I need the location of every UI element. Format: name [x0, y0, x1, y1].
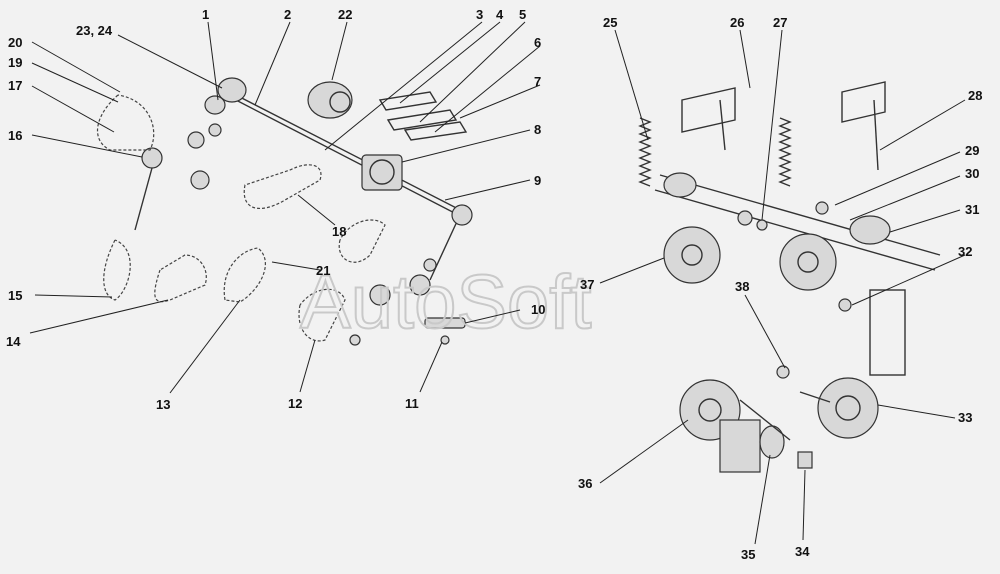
watermark-text: AutoSoft	[300, 260, 592, 345]
label-4: 4	[496, 7, 504, 22]
label-19: 19	[8, 55, 22, 70]
label-14: 14	[6, 334, 21, 349]
label-22: 22	[338, 7, 352, 22]
label-31: 31	[965, 202, 979, 217]
label-23-24: 23, 24	[76, 23, 113, 38]
label-28: 28	[968, 88, 982, 103]
label-33: 33	[958, 410, 972, 425]
label-29: 29	[965, 143, 979, 158]
label-18: 18	[332, 224, 346, 239]
label-25: 25	[603, 15, 617, 30]
label-38: 38	[735, 279, 749, 294]
label-7: 7	[534, 74, 541, 89]
label-26: 26	[730, 15, 744, 30]
label-37: 37	[580, 277, 594, 292]
label-17: 17	[8, 78, 22, 93]
left-drive-assembly	[134, 77, 473, 346]
label-3: 3	[476, 7, 483, 22]
label-1: 1	[202, 7, 209, 22]
label-11: 11	[405, 396, 419, 411]
label-5: 5	[519, 7, 526, 22]
label-2: 2	[284, 7, 291, 22]
label-34: 34	[795, 544, 810, 559]
label-8: 8	[534, 122, 541, 137]
part-labels: 1 2 3 4 5 6 7 8 9 10 11 12 13 14 15 16 1…	[6, 7, 982, 562]
label-20: 20	[8, 35, 22, 50]
label-15: 15	[8, 288, 22, 303]
label-30: 30	[965, 166, 979, 181]
label-32: 32	[958, 244, 972, 259]
label-27: 27	[773, 15, 787, 30]
label-21: 21	[316, 263, 330, 278]
label-36: 36	[578, 476, 592, 491]
label-16: 16	[8, 128, 22, 143]
label-35: 35	[741, 547, 755, 562]
leader-lines	[29, 21, 966, 545]
label-13: 13	[156, 397, 170, 412]
right-tensioner-assembly	[638, 81, 941, 473]
label-9: 9	[534, 173, 541, 188]
label-6: 6	[534, 35, 541, 50]
label-12: 12	[288, 396, 302, 411]
chains	[96, 94, 386, 342]
label-10: 10	[531, 302, 545, 317]
